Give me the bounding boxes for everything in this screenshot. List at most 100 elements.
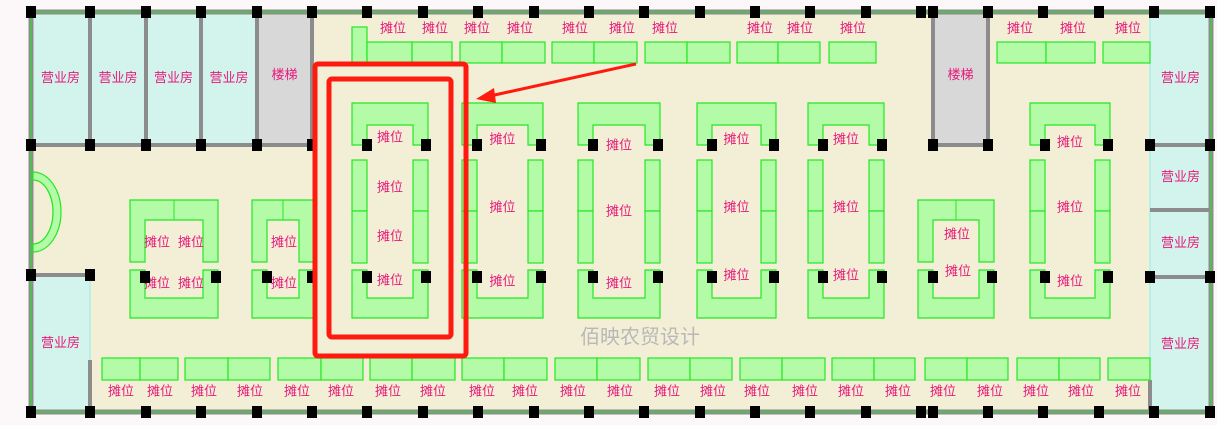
stall-block	[554, 357, 598, 381]
stall-label: 摊位	[191, 385, 217, 400]
shop-label: 营业房	[1161, 235, 1200, 251]
column	[1149, 406, 1159, 418]
column	[472, 271, 482, 283]
column	[362, 406, 372, 418]
highlight-box-outer	[312, 61, 469, 359]
stall-block	[1045, 41, 1096, 64]
stall-block	[644, 210, 661, 264]
column	[861, 406, 871, 418]
stall-block	[1016, 357, 1060, 381]
column	[1038, 406, 1048, 418]
stall-block	[1094, 210, 1111, 264]
column	[141, 406, 151, 418]
stall-block	[696, 269, 777, 319]
column	[928, 271, 938, 283]
shop-label: 营业房	[1161, 336, 1200, 352]
shop-label: 营业房	[98, 70, 137, 86]
column	[1205, 139, 1215, 151]
column	[141, 139, 151, 151]
stall-block	[459, 41, 503, 64]
column	[818, 139, 828, 151]
stall-block	[1094, 159, 1111, 212]
stair-label: 楼梯	[271, 68, 297, 83]
stairwell	[931, 10, 990, 147]
shop-room	[1149, 276, 1212, 413]
stall-block	[696, 210, 713, 264]
stall-block	[996, 41, 1047, 64]
shop-label: 营业房	[41, 335, 80, 351]
stall-block	[873, 357, 916, 381]
stall-label: 摊位	[464, 22, 490, 37]
column	[1040, 271, 1050, 283]
stall-label: 摊位	[977, 385, 1003, 400]
stall-label: 摊位	[885, 385, 911, 400]
column	[1149, 6, 1159, 18]
stall-label: 摊位	[284, 385, 310, 400]
entrance-arc	[32, 171, 62, 253]
stall-label: 摊位	[833, 133, 859, 148]
stall-block	[644, 41, 688, 64]
stall-block	[227, 357, 271, 381]
column	[1205, 406, 1215, 418]
column	[252, 6, 262, 18]
stall-label: 摊位	[328, 385, 354, 400]
stall-block	[577, 159, 594, 212]
column	[818, 271, 828, 283]
column	[536, 271, 546, 283]
stall-block	[644, 159, 661, 212]
stall-block	[527, 210, 544, 264]
column	[653, 139, 663, 151]
stall-label: 摊位	[1057, 136, 1083, 151]
column	[26, 139, 36, 151]
stall-label: 摊位	[930, 385, 956, 400]
outer-wall-edge	[30, 11, 1212, 413]
column	[1103, 139, 1113, 151]
stair-label: 楼梯	[947, 68, 973, 83]
column	[307, 406, 317, 418]
stall-label: 摊位	[377, 274, 403, 289]
stall-label: 摊位	[1068, 385, 1094, 400]
stall-label: 摊位	[747, 22, 773, 37]
stall-label: 摊位	[833, 269, 859, 284]
stall-label: 摊位	[422, 22, 448, 37]
stall-block	[924, 357, 968, 381]
stall-block	[831, 357, 875, 381]
stall-block	[696, 159, 713, 212]
stall-label: 摊位	[237, 385, 263, 400]
stall-block	[1029, 210, 1046, 264]
column	[805, 406, 815, 418]
stall-block	[1107, 357, 1151, 381]
stall-label: 摊位	[1060, 22, 1086, 37]
column	[1094, 6, 1104, 18]
stall-block	[277, 357, 322, 381]
shop-label: 营业房	[41, 70, 80, 86]
stall-label: 摊位	[840, 22, 866, 37]
stall-label: 摊位	[1115, 22, 1141, 37]
column	[1094, 406, 1104, 418]
column	[983, 139, 993, 151]
arrow-head-icon	[476, 88, 496, 103]
column	[987, 271, 997, 283]
stall-label: 摊位	[271, 236, 297, 251]
stall-label: 摊位	[489, 275, 515, 290]
stall-label: 摊位	[380, 22, 406, 37]
shop-room	[30, 11, 91, 146]
stall-label: 摊位	[609, 22, 635, 37]
column	[472, 139, 482, 151]
stall-block	[577, 102, 661, 146]
column	[529, 6, 539, 18]
stall-label: 摊位	[512, 385, 538, 400]
column	[529, 406, 539, 418]
column	[916, 6, 926, 18]
shop-label: 营业房	[209, 70, 248, 86]
stall-label: 摊位	[700, 385, 726, 400]
stall-block	[760, 210, 777, 264]
column	[418, 6, 428, 18]
column	[1103, 271, 1113, 283]
stall-label: 摊位	[375, 385, 401, 400]
stall-block	[551, 41, 595, 64]
column	[584, 6, 594, 18]
highlight-box-inner	[326, 76, 454, 340]
stall-block	[411, 357, 456, 381]
stall-block	[129, 199, 219, 263]
